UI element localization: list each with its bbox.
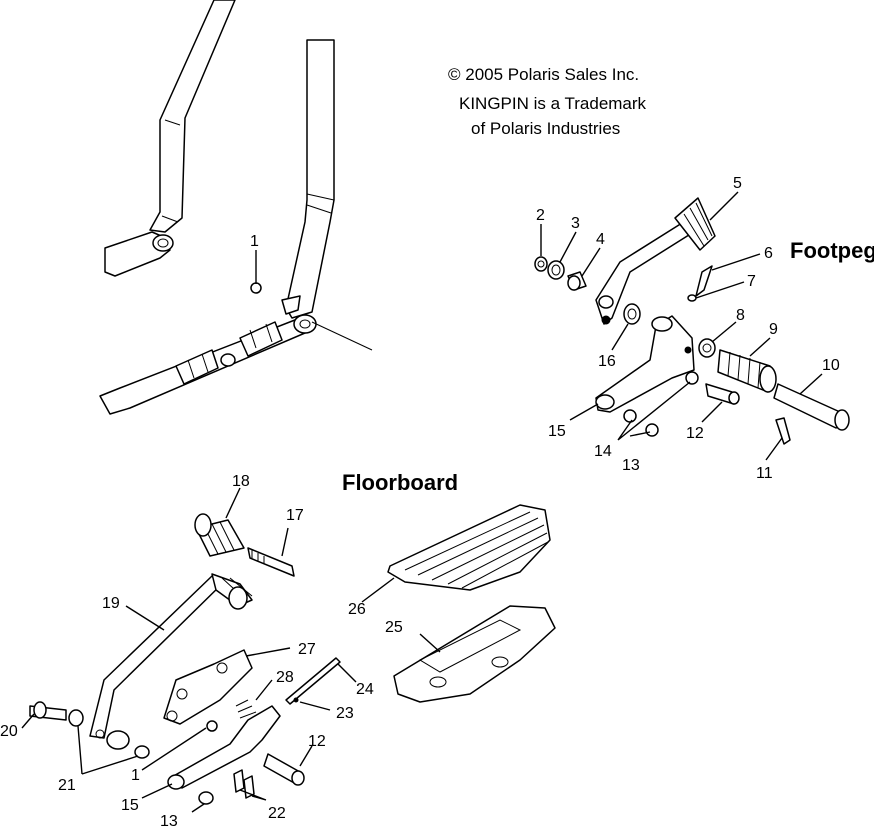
callout-17: 17 bbox=[286, 507, 304, 524]
copyright-line-3: of Polaris Industries bbox=[471, 119, 620, 138]
callout-1-bottom: 1 bbox=[131, 767, 140, 784]
callout-11: 11 bbox=[756, 465, 773, 482]
floorboard-assembly bbox=[29, 504, 556, 805]
callout-15-top: 15 bbox=[548, 423, 566, 440]
copyright-line-1: © 2005 Polaris Sales Inc. bbox=[448, 65, 639, 84]
copyright-notice: © 2005 Polaris Sales Inc. KINGPIN is a T… bbox=[448, 65, 647, 138]
callout-26: 26 bbox=[348, 601, 366, 618]
callout-12-top: 12 bbox=[686, 425, 704, 442]
callout-21: 21 bbox=[58, 777, 76, 794]
callout-15-bottom: 15 bbox=[121, 797, 139, 814]
callout-10: 10 bbox=[822, 357, 840, 374]
callout-13-bottom: 13 bbox=[160, 813, 178, 828]
callout-9: 9 bbox=[769, 321, 778, 338]
callout-6: 6 bbox=[764, 245, 773, 262]
callout-18: 18 bbox=[232, 473, 250, 490]
callout-13-top: 13 bbox=[622, 457, 640, 474]
callout-12-bottom: 12 bbox=[308, 733, 326, 750]
callout-4: 4 bbox=[596, 231, 605, 248]
callout-25: 25 bbox=[385, 619, 403, 636]
section-title-floorboard: Floorboard bbox=[342, 470, 458, 495]
footpeg-assembly bbox=[534, 197, 850, 445]
callout-5: 5 bbox=[733, 175, 742, 192]
callout-28: 28 bbox=[276, 669, 294, 686]
callout-24: 24 bbox=[356, 681, 374, 698]
callout-22: 22 bbox=[268, 805, 286, 822]
callout-14: 14 bbox=[594, 443, 612, 460]
callout-19: 19 bbox=[102, 595, 120, 612]
callout-27: 27 bbox=[298, 641, 316, 658]
callout-2: 2 bbox=[536, 207, 545, 224]
callout-23: 23 bbox=[336, 705, 354, 722]
callout-16: 16 bbox=[598, 353, 616, 370]
callout-8: 8 bbox=[736, 307, 745, 324]
callout-3: 3 bbox=[571, 215, 580, 232]
callout-20: 20 bbox=[0, 723, 18, 740]
copyright-line-2: KINGPIN is a Trademark bbox=[459, 94, 647, 113]
callout-7: 7 bbox=[747, 273, 756, 290]
frame-assembly bbox=[99, 0, 373, 415]
callout-labels: 1 2 3 4 5 6 7 8 9 10 11 12 13 14 15 16 1… bbox=[0, 175, 840, 828]
leader-lines bbox=[21, 191, 823, 813]
callout-1-top: 1 bbox=[250, 233, 259, 250]
section-title-footpeg: Footpeg bbox=[790, 238, 874, 263]
